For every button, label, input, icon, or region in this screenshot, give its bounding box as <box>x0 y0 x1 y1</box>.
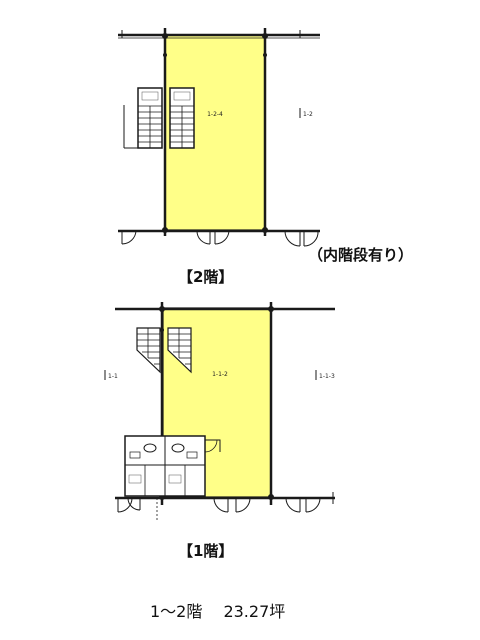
floor2-unit-label: 1-2-4 <box>207 111 223 118</box>
floor2-neighbor-label: 1-2 <box>303 111 313 118</box>
floor2-door-center <box>196 230 230 245</box>
floor2-note: （内階段有り） <box>308 246 414 264</box>
floor1-door-left <box>117 497 141 513</box>
floor1-label: 【1階】 <box>178 542 234 560</box>
floor2-door-right <box>284 230 319 247</box>
floor1-unit-label: 1-1-2 <box>212 371 228 378</box>
floor1-stair-right <box>167 327 192 374</box>
floor1-door-center <box>213 497 251 513</box>
floor1-stair-left <box>136 327 161 374</box>
floor2-stair-right <box>169 87 195 149</box>
floor2-label: 【2階】 <box>178 268 234 286</box>
floor1-neighbor-left-label: 1-1 <box>108 373 118 380</box>
floor1-service-block <box>124 435 206 497</box>
floor2-plan: 1-2-4 1-2 <box>118 28 320 247</box>
floor2-stair-left <box>137 87 163 149</box>
floor1-neighbor-right-label: 1-1-3 <box>319 373 335 380</box>
floor1-door-right <box>285 497 321 513</box>
floor1-plan: 1-1-2 1-1 1-1-3 <box>104 302 335 520</box>
toilet-icon <box>143 443 157 453</box>
floor-area-summary: 1～2階 23.27坪 <box>150 602 286 621</box>
toilet-icon-2 <box>171 443 185 453</box>
floor2-door-left <box>121 230 137 245</box>
